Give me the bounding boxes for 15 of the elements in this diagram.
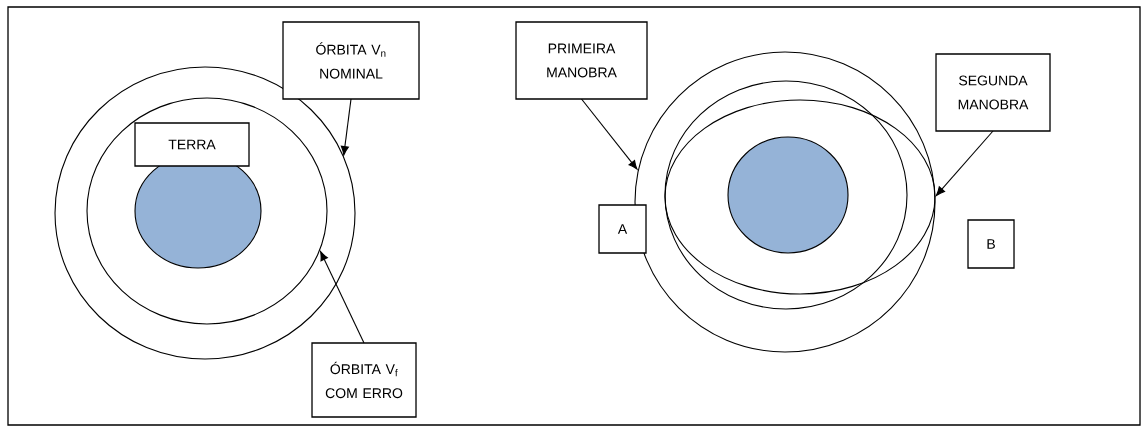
label-box: SEGUNDA MANOBRA xyxy=(935,53,1051,132)
leader-arrow xyxy=(320,251,365,344)
label-box: PRIMEIRA MANOBRA xyxy=(515,21,648,100)
label-box: A xyxy=(598,204,647,254)
label-box: ÓRBITA V$_{f}$ COM ERRO xyxy=(311,342,417,418)
label-box: TERRA xyxy=(134,122,250,167)
label-box: B xyxy=(967,219,1015,269)
orbit-ellipse xyxy=(664,99,936,295)
leader-arrow xyxy=(580,98,638,170)
orbit-ellipse xyxy=(634,51,936,353)
leader-arrow xyxy=(935,130,994,196)
leader-arrow xyxy=(340,98,352,156)
label-box: ÓRBITA V$_{n}$ NOMINAL xyxy=(282,21,420,100)
orbit-ellipse xyxy=(86,97,328,325)
orbit-ellipse xyxy=(664,80,908,310)
